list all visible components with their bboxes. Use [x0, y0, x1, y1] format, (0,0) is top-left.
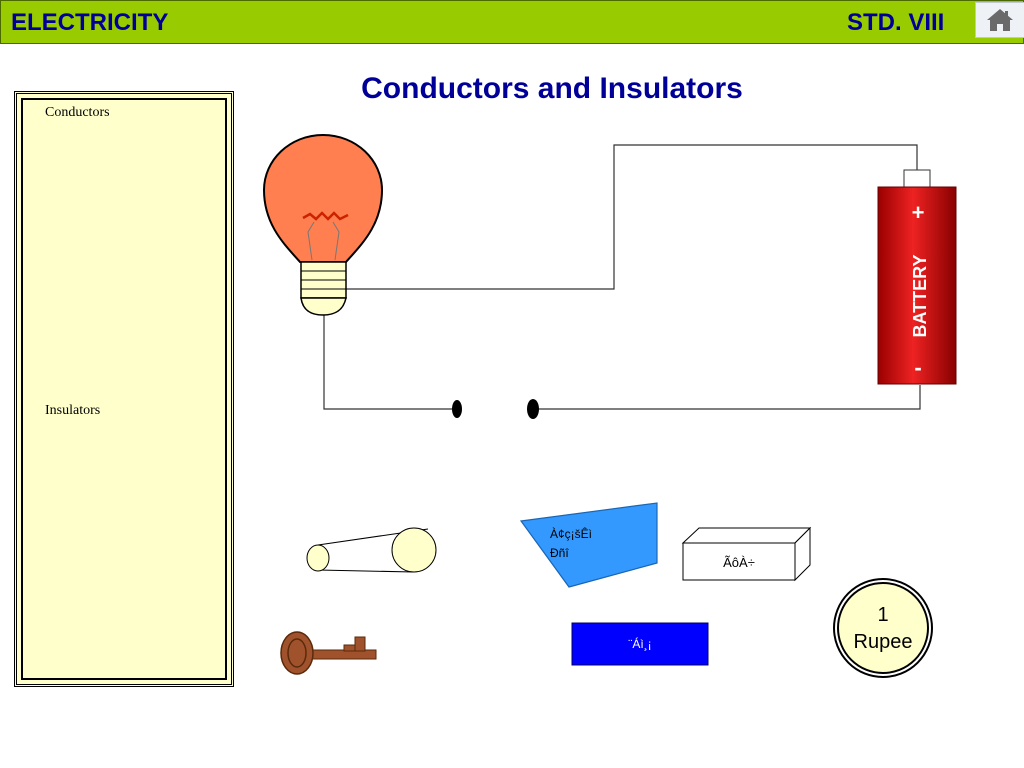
plastic-label-line1: À¢ç¡šÊì	[550, 526, 592, 541]
battery-icon: BATTERY + -	[877, 169, 957, 385]
coin-value: 1	[877, 604, 888, 626]
coin-item[interactable]: 1 Rupee	[833, 578, 933, 678]
home-icon	[987, 9, 1013, 31]
light-bulb-icon	[262, 133, 384, 316]
conductors-label: Conductors	[45, 105, 110, 120]
pencil-item[interactable]	[306, 527, 437, 574]
battery-minus-label: -	[914, 355, 921, 380]
circuit-wires	[323, 144, 921, 410]
battery-plus-label: +	[912, 200, 925, 225]
switch-terminal-right[interactable]	[527, 399, 539, 419]
battery-label: BATTERY	[910, 255, 930, 338]
blue-block-item[interactable]: ¨Áì¸¡	[571, 622, 709, 666]
eraser-item[interactable]: ÃôÀ÷	[681, 526, 812, 582]
switch-terminal-left[interactable]	[452, 400, 462, 418]
header-title: ELECTRICITY	[11, 9, 169, 36]
coin-label: Rupee	[854, 631, 913, 653]
eraser-label: ÃôÀ÷	[723, 555, 755, 570]
plastic-label-line2: Ðñî	[550, 546, 569, 560]
header-bar: ELECTRICITY STD. VIII	[0, 0, 1024, 44]
home-button[interactable]	[975, 2, 1024, 38]
sorting-panel: Conductors Insulators	[14, 91, 234, 687]
header-class-label: STD. VIII	[847, 9, 945, 36]
insulators-label: Insulators	[45, 403, 101, 418]
key-icon[interactable]	[280, 631, 377, 675]
blue-block-label: ¨Áì¸¡	[628, 636, 651, 651]
sorting-panel-inner	[21, 98, 227, 680]
plastic-scale-item[interactable]: À¢ç¡šÊì Ðñî	[519, 502, 658, 588]
page-title: Conductors and Insulators	[361, 72, 743, 105]
